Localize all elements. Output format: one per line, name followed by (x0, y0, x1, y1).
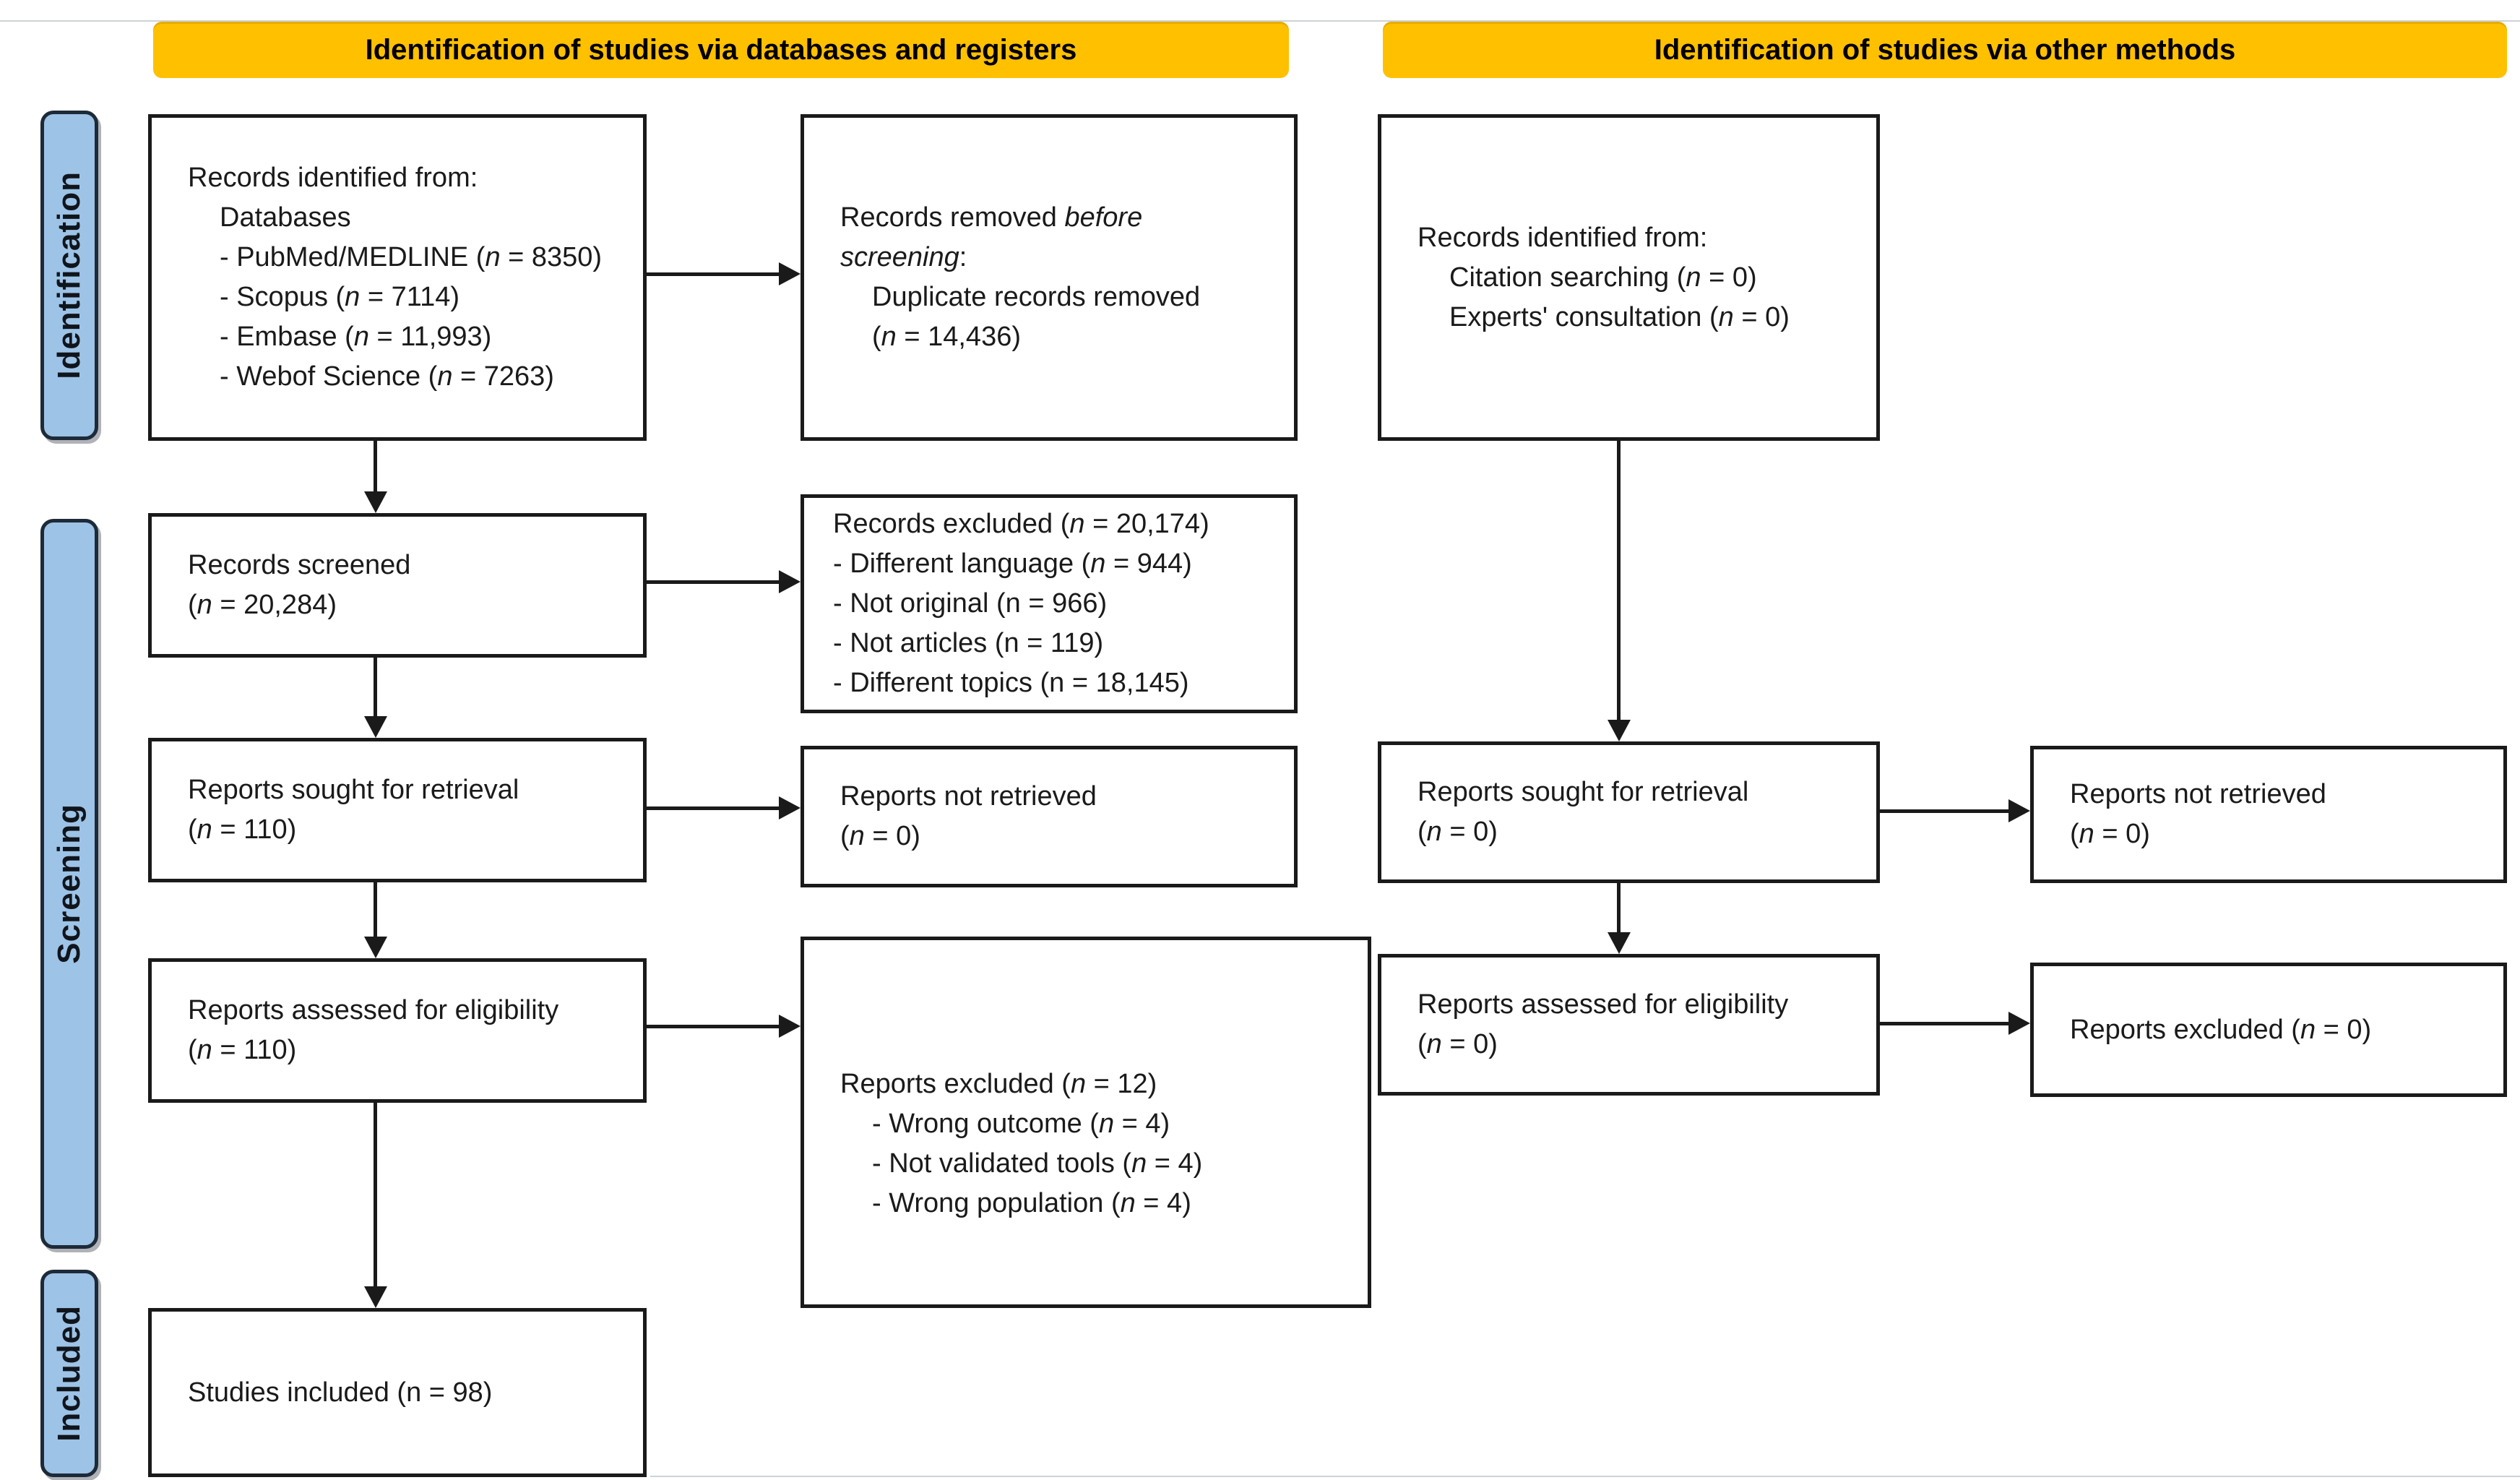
banner-other-methods: Identification of studies via other meth… (1383, 22, 2507, 78)
arrow-head-right-icon (779, 1015, 801, 1038)
arrow-stem (647, 806, 780, 810)
arrow-head-down-icon (364, 937, 387, 958)
phase-label-identification: Identification (40, 111, 98, 440)
box-reports-not-retrieved-left: Reports not retrieved (n = 0) (801, 746, 1298, 887)
box-text-line: - Different language (n = 944) (833, 548, 1192, 579)
box-text-line: - Wrong outcome (n = 4) (872, 1109, 1170, 1139)
arrow-head-down-icon (364, 491, 387, 513)
box-records-removed-before-screening: Records removed before screening: Duplicat… (801, 114, 1298, 441)
box-text-line: (n = 0) (1418, 1029, 1498, 1059)
arrow-stem (374, 441, 377, 493)
box-text-line: Records identified from: (188, 163, 478, 193)
box-text-line: (n = 110) (188, 1035, 297, 1065)
box-text-line: (n = 20,284) (188, 590, 337, 620)
box-text-line: Reports assessed for eligibility (188, 995, 559, 1025)
arrow-head-down-icon (364, 716, 387, 738)
bottom-rule (650, 1476, 2520, 1477)
box-text-line: - Scopus (n = 7114) (220, 282, 459, 312)
box-text-line: Reports excluded (n = 12) (840, 1069, 1157, 1099)
arrow-stem (374, 1101, 377, 1288)
banner-databases-registers: Identification of studies via databases … (153, 22, 1289, 78)
arrow-head-down-icon (1608, 720, 1631, 741)
box-text-line: Experts' consultation (n = 0) (1449, 301, 1790, 332)
arrow-stem (1617, 441, 1621, 721)
box-text-line: (n = 0) (840, 821, 920, 851)
arrow-head-right-icon (2008, 1012, 2030, 1035)
box-text-line: Reports not retrieved (840, 781, 1097, 812)
phase-label-identification-text: Identification (51, 171, 87, 379)
box-text-line: Reports sought for retrieval (188, 775, 519, 805)
box-reports-excluded-0: Reports excluded (n = 0) (2030, 963, 2507, 1097)
box-records-identified-other-methods: Records identified from: Citation searchi… (1378, 114, 1880, 441)
arrow-stem (374, 881, 377, 938)
arrow-stem (374, 656, 377, 718)
box-reports-assessed-left: Reports assessed for eligibility (n = 110… (148, 958, 647, 1103)
arrow-head-right-icon (2008, 799, 2030, 822)
banner-databases-registers-label: Identification of studies via databases … (365, 33, 1077, 66)
box-text-line: - Different topics (n = 18,145) (833, 668, 1189, 698)
box-text-line: Citation searching (n = 0) (1449, 262, 1757, 293)
box-text-line: - Embase (n = 11,993) (220, 322, 492, 352)
phase-label-included-text: Included (51, 1305, 87, 1442)
box-text-line: Records identified from: (1418, 222, 1708, 253)
box-text-line: - Not original (n = 966) (833, 588, 1108, 619)
phase-label-screening: Screening (40, 519, 98, 1249)
box-records-screened: Records screened (n = 20,284) (148, 513, 647, 658)
arrow-stem (647, 580, 780, 584)
box-reports-excluded-12: Reports excluded (n = 12) - Wrong outcome… (801, 937, 1371, 1308)
box-text-line: Records excluded (n = 20,174) (833, 509, 1209, 539)
arrow-stem (1880, 1022, 2010, 1025)
phase-label-included: Included (40, 1270, 98, 1477)
arrow-head-right-icon (779, 796, 801, 819)
box-text-line: Records removed before (840, 202, 1143, 233)
box-text-line: screening: (840, 242, 967, 272)
box-reports-not-retrieved-right: Reports not retrieved (n = 0) (2030, 746, 2507, 883)
box-reports-assessed-right: Reports assessed for eligibility (n = 0) (1378, 954, 1880, 1096)
box-records-identified-databases: Records identified from: Databases - PubMe… (148, 114, 647, 441)
box-text-line: Reports not retrieved (2070, 779, 2326, 809)
box-text-line: Reports sought for retrieval (1418, 777, 1749, 807)
box-text-line: (n = 14,436) (872, 322, 1021, 352)
box-text-line: Records screened (188, 550, 411, 580)
box-text-line: - Not articles (n = 119) (833, 628, 1104, 658)
box-text-line: (n = 0) (1418, 817, 1498, 847)
box-studies-included: Studies included (n = 98) (148, 1308, 647, 1477)
box-text-line: (n = 110) (188, 814, 297, 845)
box-text-line: Studies included (n = 98) (188, 1377, 493, 1408)
box-text-line: - PubMed/MEDLINE (n = 8350) (220, 242, 603, 272)
box-reports-sought-right: Reports sought for retrieval (n = 0) (1378, 741, 1880, 883)
box-text-line: (n = 0) (2070, 819, 2150, 849)
box-text-line: - Webof Science (n = 7263) (220, 361, 554, 392)
banner-other-methods-label: Identification of studies via other meth… (1654, 33, 2236, 66)
arrow-stem (1880, 809, 2010, 813)
box-text-line: Reports assessed for eligibility (1418, 989, 1789, 1020)
arrow-head-down-icon (364, 1286, 387, 1308)
arrow-stem (1617, 882, 1621, 934)
arrow-stem (647, 1025, 780, 1028)
phase-label-screening-text: Screening (51, 804, 87, 964)
box-text-line: Reports excluded (n = 0) (2070, 1014, 2372, 1045)
box-text-line: Databases (220, 202, 351, 233)
box-reports-sought-left: Reports sought for retrieval (n = 110) (148, 738, 647, 882)
box-text-line: - Not validated tools (n = 4) (872, 1148, 1203, 1179)
arrow-stem (647, 272, 780, 276)
box-text-line: Duplicate records removed (872, 282, 1201, 312)
box-records-excluded: Records excluded (n = 20,174) - Different… (801, 494, 1298, 713)
top-rule (0, 20, 2520, 22)
arrow-head-right-icon (779, 262, 801, 285)
box-text-line: - Wrong population (n = 4) (872, 1188, 1191, 1218)
arrow-head-down-icon (1608, 932, 1631, 954)
arrow-head-right-icon (779, 570, 801, 593)
